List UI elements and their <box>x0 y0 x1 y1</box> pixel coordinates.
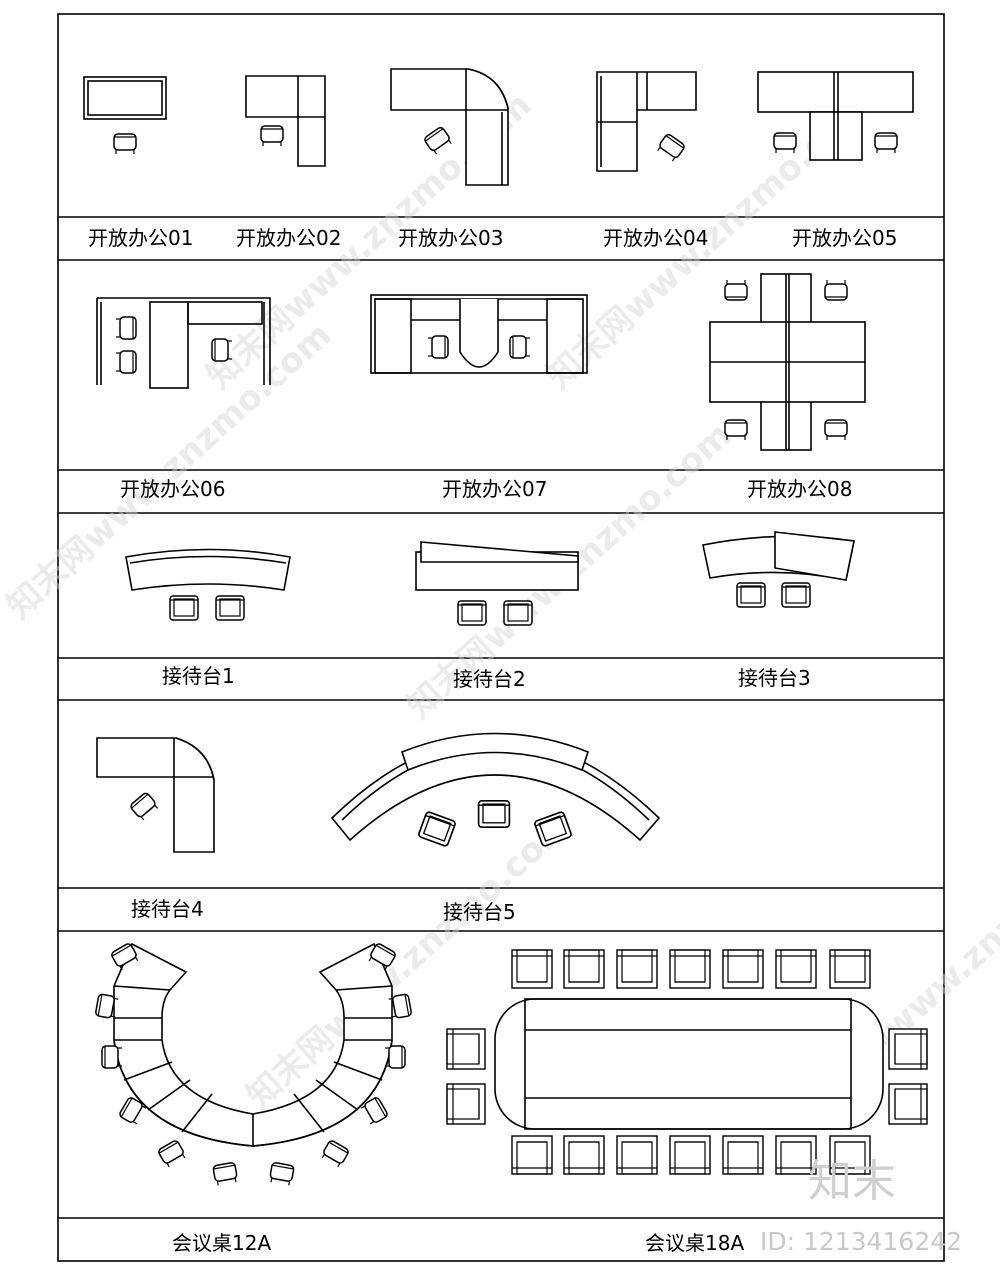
open-office-03-plan <box>390 68 509 186</box>
watermark-logo: 知末 <box>808 1156 896 1207</box>
label-open-office-06: 开放办公06 <box>120 477 225 501</box>
label-open-office-04: 开放办公04 <box>603 226 708 250</box>
label-reception-5: 接待台5 <box>443 900 516 924</box>
label-reception-3: 接待台3 <box>738 666 811 690</box>
label-open-office-03: 开放办公03 <box>398 226 503 250</box>
label-reception-2: 接待台2 <box>453 667 526 691</box>
label-meeting-18a: 会议桌18A <box>645 1231 744 1255</box>
reception-5-plan <box>330 732 661 848</box>
label-reception-4: 接待台4 <box>131 897 204 921</box>
label-open-office-08: 开放办公08 <box>747 477 852 501</box>
label-open-office-01: 开放办公01 <box>88 226 193 250</box>
open-office-04-plan <box>596 71 697 172</box>
label-open-office-05: 开放办公05 <box>792 226 897 250</box>
meeting-table-12a-plan <box>94 941 413 1187</box>
reception-2-plan <box>415 541 579 626</box>
reception-3-plan <box>702 531 855 608</box>
reception-1-plan <box>125 548 291 621</box>
open-office-01-plan <box>83 76 167 155</box>
label-open-office-02: 开放办公02 <box>236 226 341 250</box>
label-meeting-12a: 会议桌12A <box>172 1231 271 1255</box>
open-office-07-plan <box>370 294 588 374</box>
open-office-05-plan <box>757 71 914 161</box>
open-office-02-plan <box>245 75 326 167</box>
label-open-office-07: 开放办公07 <box>442 477 547 501</box>
open-office-08-plan <box>709 273 866 451</box>
meeting-table-18a-plan <box>446 949 928 1175</box>
label-reception-1: 接待台1 <box>162 664 235 688</box>
sheet-frame <box>57 13 945 1262</box>
watermark-id: ID: 1213416242 <box>760 1227 962 1256</box>
open-office-06-plan <box>96 297 271 389</box>
reception-4-plan <box>96 737 215 853</box>
